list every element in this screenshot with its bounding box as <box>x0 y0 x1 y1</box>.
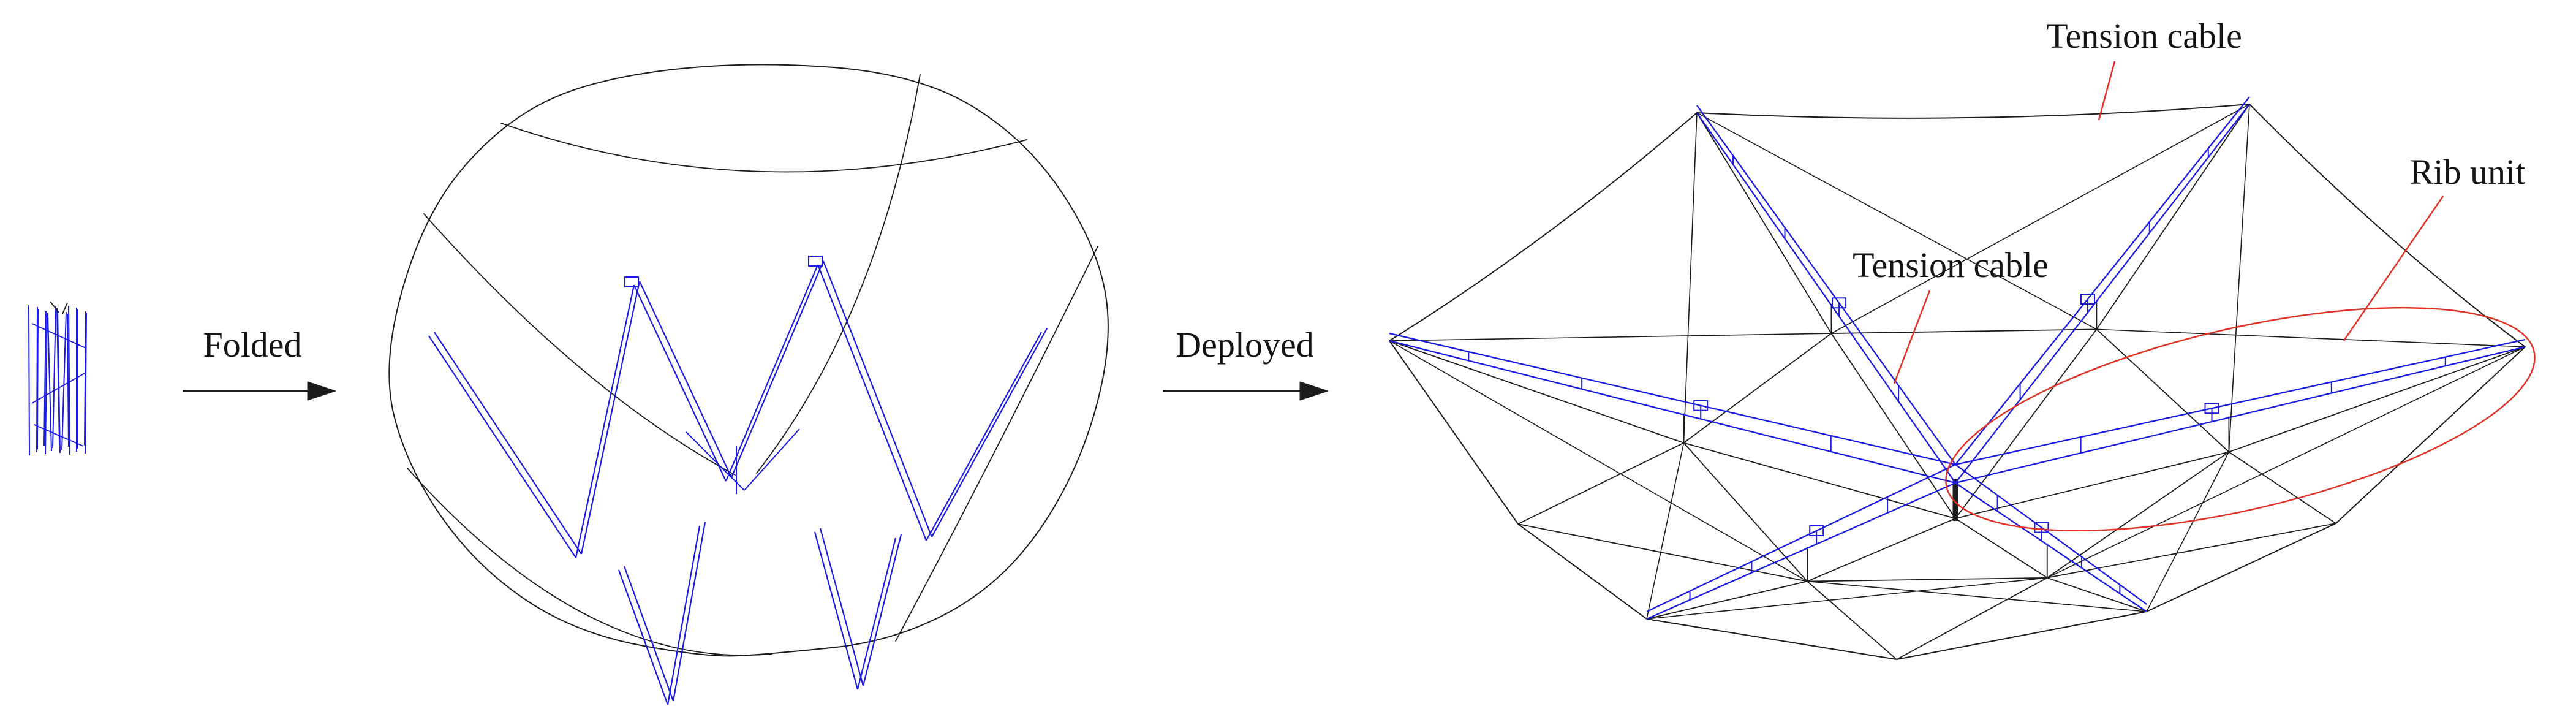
folded-stage-bundle <box>28 301 87 456</box>
folded-label: Folded <box>203 325 301 365</box>
deployed-stage <box>1389 96 2526 660</box>
tension-cable-label-top: Tension cable <box>2046 16 2242 56</box>
folded-transition-arrow <box>183 381 336 401</box>
rib-unit-label: Rib unit <box>2410 152 2526 192</box>
deployed-transition-arrow <box>1163 381 1329 401</box>
annotation-layer <box>1893 61 2536 532</box>
intermediate-stage <box>388 64 1109 705</box>
deployed-label: Deployed <box>1176 325 1314 365</box>
tension-cable-label-mid: Tension cable <box>1853 245 2049 285</box>
